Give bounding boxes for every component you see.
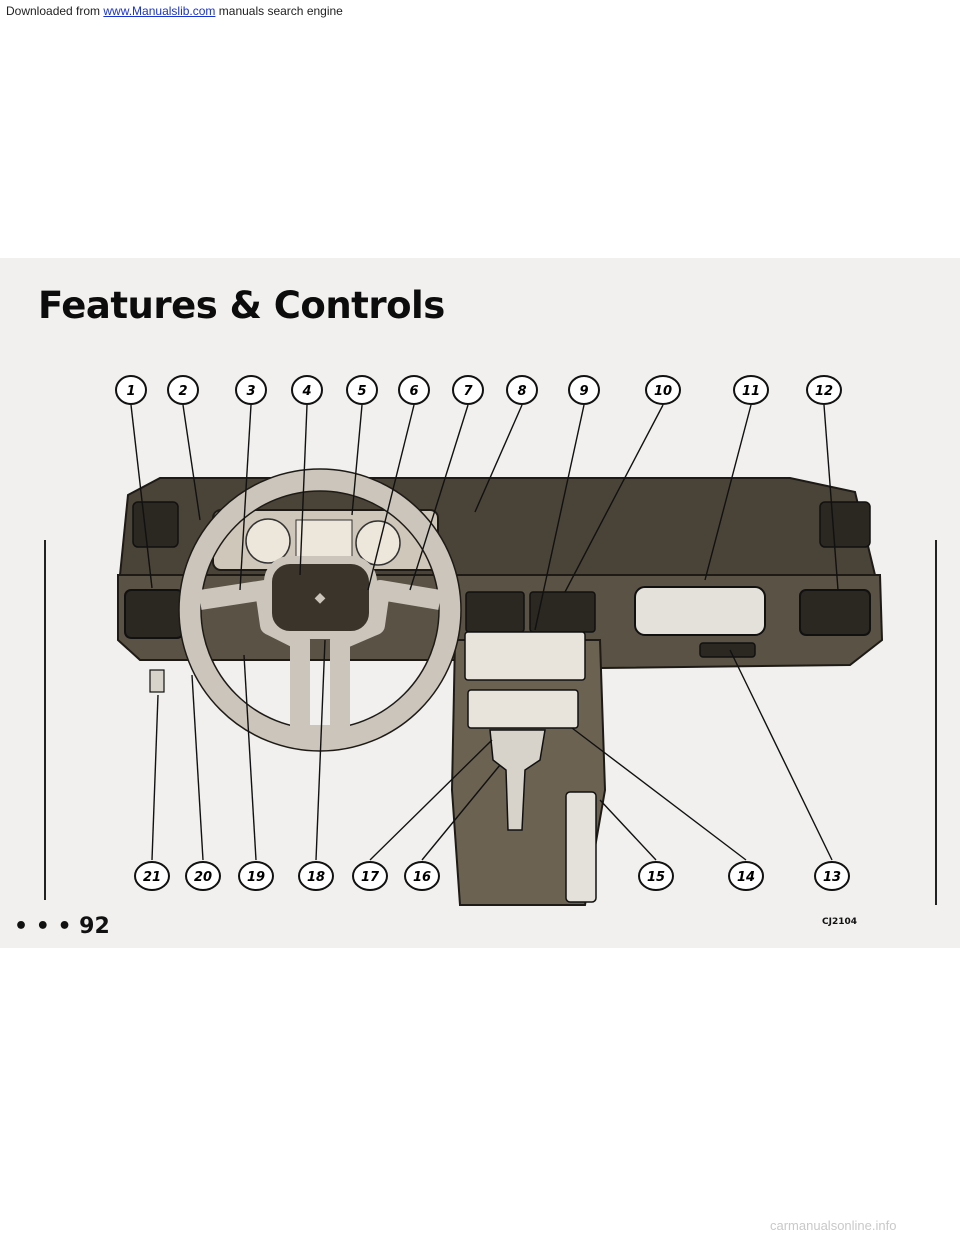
callout-14-label: 14 xyxy=(737,870,755,885)
callout-11-label: 11 xyxy=(742,384,760,399)
callout-21-label: 21 xyxy=(143,870,161,885)
warning-lights-panel xyxy=(295,519,353,561)
callout-18-label: 18 xyxy=(307,870,325,885)
callout-3: 3 xyxy=(235,375,267,405)
callout-12: 12 xyxy=(806,375,842,405)
left-margin-rule xyxy=(44,540,46,900)
page-number: • • • 92 xyxy=(14,914,110,939)
right-side-vent xyxy=(799,589,871,636)
callout-16-label: 16 xyxy=(413,870,431,885)
bowtie-logo-icon: ◆ xyxy=(315,590,326,606)
callout-11: 11 xyxy=(733,375,769,405)
center-right-vent xyxy=(529,591,596,633)
callout-6: 6 xyxy=(398,375,430,405)
glove-box-latch xyxy=(699,642,756,658)
callout-8-label: 8 xyxy=(517,384,526,399)
hood-release-handle xyxy=(149,669,165,693)
footer-watermark: carmanualsonline.info xyxy=(770,1218,897,1233)
left-side-vent xyxy=(124,589,184,639)
download-suffix: manuals search engine xyxy=(215,4,343,18)
parking-brake-lever xyxy=(565,791,597,903)
callout-19: 19 xyxy=(238,861,274,891)
callout-8: 8 xyxy=(506,375,538,405)
left-defrost-vent xyxy=(132,501,179,548)
callout-20: 20 xyxy=(185,861,221,891)
callout-4: 4 xyxy=(291,375,323,405)
callout-4-label: 4 xyxy=(301,384,311,399)
radio-unit xyxy=(464,631,586,681)
callout-badges: 1 2 3 4 5 6 7 8 9 10 11 12 13 14 15 16 1… xyxy=(115,375,850,891)
callout-5: 5 xyxy=(346,375,378,405)
page-title: Features & Controls xyxy=(38,284,445,327)
speedometer-icon xyxy=(245,518,291,564)
callout-10: 10 xyxy=(645,375,681,405)
storage-compartment xyxy=(634,586,766,636)
callout-10-label: 10 xyxy=(654,384,672,399)
gear-shift-lever xyxy=(489,729,546,831)
callout-14: 14 xyxy=(728,861,764,891)
callout-7: 7 xyxy=(452,375,484,405)
callout-9: 9 xyxy=(568,375,600,405)
callout-2-label: 2 xyxy=(178,384,187,399)
callout-16: 16 xyxy=(404,861,440,891)
climate-control-panel xyxy=(467,689,579,729)
callout-21: 21 xyxy=(134,861,170,891)
manualslib-link[interactable]: www.Manualslib.com xyxy=(103,4,216,18)
download-prefix: Downloaded from xyxy=(6,4,104,18)
right-defrost-vent xyxy=(819,501,871,548)
callout-17: 17 xyxy=(352,861,388,891)
leader-lines xyxy=(130,404,839,861)
callout-2: 2 xyxy=(167,375,199,405)
callout-18: 18 xyxy=(298,861,334,891)
callout-12-label: 12 xyxy=(815,384,833,399)
callout-17-label: 17 xyxy=(361,870,380,885)
callout-9-label: 9 xyxy=(579,384,588,399)
callout-19-label: 19 xyxy=(247,870,265,885)
download-source-note: Downloaded from www.Manualslib.com manua… xyxy=(6,4,343,18)
callout-3-label: 3 xyxy=(246,384,255,399)
figure-code: CJ2104 xyxy=(822,917,858,927)
steering-hub xyxy=(264,556,377,639)
callout-15-label: 15 xyxy=(647,870,665,885)
callout-1: 1 xyxy=(115,375,147,405)
callout-7-label: 7 xyxy=(463,384,473,399)
right-margin-rule xyxy=(935,540,937,905)
tachometer-icon xyxy=(355,520,401,566)
callout-20-label: 20 xyxy=(194,870,212,885)
callout-1-label: 1 xyxy=(126,384,135,399)
callout-5-label: 5 xyxy=(357,384,366,399)
callout-13: 13 xyxy=(814,861,850,891)
callout-15: 15 xyxy=(638,861,674,891)
center-left-vent xyxy=(465,591,525,633)
callout-6-label: 6 xyxy=(409,384,418,399)
callout-13-label: 13 xyxy=(823,870,841,885)
